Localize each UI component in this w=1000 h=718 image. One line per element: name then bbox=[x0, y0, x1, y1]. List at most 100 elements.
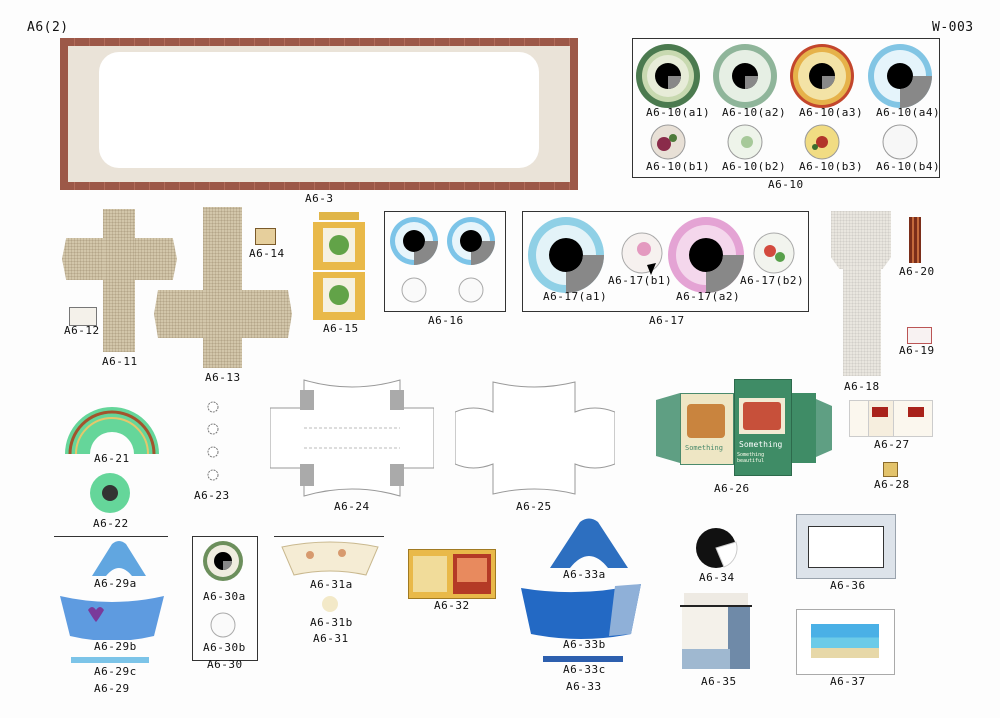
label-a6-10-a2: A6-10(a2) bbox=[722, 106, 787, 119]
label-a6-20: A6-20 bbox=[899, 265, 935, 278]
label-a6-35: A6-35 bbox=[701, 675, 737, 688]
a6-17-panel bbox=[522, 211, 809, 312]
a6-14-tag bbox=[255, 228, 276, 245]
label-a6-33b: A6-33b bbox=[563, 638, 606, 651]
a6-33b-band bbox=[521, 584, 641, 639]
divider-29 bbox=[54, 536, 168, 537]
label-a6-22: A6-22 bbox=[93, 517, 129, 530]
a6-27-strip bbox=[849, 400, 933, 437]
label-a6-17-a2: A6-17(a2) bbox=[676, 290, 741, 303]
label-a6-3: A6-3 bbox=[305, 192, 334, 205]
label-a6-10-a4: A6-10(a4) bbox=[876, 106, 941, 119]
label-a6-10-b4: A6-10(b4) bbox=[876, 160, 941, 173]
a6-33c-strip bbox=[543, 656, 623, 662]
a6-17-plates bbox=[528, 217, 795, 293]
a6-16-plates bbox=[390, 217, 495, 303]
a6-33a-arch bbox=[550, 518, 628, 568]
label-a6-25: A6-25 bbox=[516, 500, 552, 513]
label-a6-10-b2: A6-10(b2) bbox=[722, 160, 787, 173]
label-a6-37: A6-37 bbox=[830, 675, 866, 688]
sheet-code: W-003 bbox=[932, 20, 974, 35]
label-a6-24: A6-24 bbox=[334, 500, 370, 513]
label-a6-29b: A6-29b bbox=[94, 640, 137, 653]
a6-31a-fan bbox=[281, 541, 379, 576]
label-a6-10-b3: A6-10(b3) bbox=[799, 160, 864, 173]
label-a6-15: A6-15 bbox=[323, 322, 359, 335]
a6-3-brick-frame bbox=[60, 38, 578, 190]
label-a6-27: A6-27 bbox=[874, 438, 910, 451]
a6-24-box-net bbox=[270, 379, 434, 497]
a6-13-cross-left bbox=[154, 290, 204, 338]
a6-23-circles bbox=[207, 401, 219, 481]
label-a6-31: A6-31 bbox=[313, 632, 349, 645]
label-a6-13: A6-13 bbox=[205, 371, 241, 384]
a6-29a-arch bbox=[92, 541, 146, 576]
a6-34-disc bbox=[696, 528, 738, 568]
a6-11-cross-right bbox=[135, 238, 177, 280]
a6-26-front-title: Something bbox=[739, 440, 783, 449]
a6-36-frame bbox=[796, 514, 896, 579]
a6-20-strip bbox=[909, 217, 921, 263]
label-a6-17-a1: A6-17(a1) bbox=[543, 290, 608, 303]
label-a6-11: A6-11 bbox=[102, 355, 138, 368]
a6-21-arc bbox=[65, 407, 159, 455]
a6-16-panel bbox=[384, 211, 506, 312]
a6-26-front-sub: Something beautiful bbox=[737, 452, 765, 464]
sheet-title: A6(2) bbox=[27, 20, 69, 35]
a6-22-disc bbox=[90, 473, 130, 513]
label-a6-12: A6-12 bbox=[64, 324, 100, 337]
label-a6-34: A6-34 bbox=[699, 571, 735, 584]
label-a6-28: A6-28 bbox=[874, 478, 910, 491]
label-a6-36: A6-36 bbox=[830, 579, 866, 592]
a6-13-cross-vertical bbox=[203, 207, 242, 368]
label-a6-10-a1: A6-10(a1) bbox=[646, 106, 711, 119]
label-a6-33: A6-33 bbox=[566, 680, 602, 693]
a6-10-plates bbox=[636, 44, 932, 160]
label-a6-21: A6-21 bbox=[94, 452, 130, 465]
label-a6-33c: A6-33c bbox=[563, 663, 606, 676]
a6-18-body bbox=[843, 268, 881, 376]
label-a6-19: A6-19 bbox=[899, 344, 935, 357]
label-a6-33a: A6-33a bbox=[563, 568, 606, 581]
a6-18-top bbox=[831, 211, 891, 269]
a6-12-tag bbox=[69, 307, 97, 326]
a6-30-plates bbox=[203, 541, 243, 638]
a6-11-cross-left bbox=[62, 238, 104, 280]
a6-26-box-net: Something Something Something beautiful bbox=[656, 379, 833, 476]
label-a6-29c: A6-29c bbox=[94, 665, 137, 678]
label-a6-14: A6-14 bbox=[249, 247, 285, 260]
label-a6-31b: A6-31b bbox=[310, 616, 353, 629]
label-a6-30: A6-30 bbox=[207, 658, 243, 671]
label-a6-10-b1: A6-10(b1) bbox=[646, 160, 711, 173]
a6-37-frame bbox=[796, 609, 895, 675]
divider-31 bbox=[274, 536, 384, 537]
a6-19-tag bbox=[907, 327, 932, 344]
a6-29c-strip bbox=[71, 657, 149, 663]
label-a6-10-a3: A6-10(a3) bbox=[799, 106, 864, 119]
label-a6-17-b1: A6-17(b1) bbox=[608, 274, 673, 287]
a6-10-panel bbox=[632, 38, 940, 178]
label-a6-29a: A6-29a bbox=[94, 577, 137, 590]
label-a6-18: A6-18 bbox=[844, 380, 880, 393]
label-a6-16: A6-16 bbox=[428, 314, 464, 327]
a6-28-tag bbox=[883, 462, 898, 477]
a6-35-panel bbox=[680, 593, 752, 671]
label-a6-17: A6-17 bbox=[649, 314, 685, 327]
label-a6-10: A6-10 bbox=[768, 178, 804, 191]
a6-11-cross-vertical bbox=[103, 209, 135, 352]
label-a6-30a: A6-30a bbox=[203, 590, 246, 603]
a6-31b-disc bbox=[322, 596, 338, 612]
a6-26-side-text: Something bbox=[685, 444, 723, 452]
a6-25-box-net bbox=[455, 381, 615, 495]
label-a6-30b: A6-30b bbox=[203, 641, 246, 654]
a6-30-panel bbox=[192, 536, 258, 661]
label-a6-23: A6-23 bbox=[194, 489, 230, 502]
label-a6-29: A6-29 bbox=[94, 682, 130, 695]
a6-15-box-net bbox=[313, 212, 365, 320]
label-a6-26: A6-26 bbox=[714, 482, 750, 495]
label-a6-32: A6-32 bbox=[434, 599, 470, 612]
a6-29b-band bbox=[60, 596, 164, 640]
label-a6-17-b2: A6-17(b2) bbox=[740, 274, 805, 287]
a6-13-cross-right bbox=[242, 290, 292, 338]
label-a6-31a: A6-31a bbox=[310, 578, 353, 591]
